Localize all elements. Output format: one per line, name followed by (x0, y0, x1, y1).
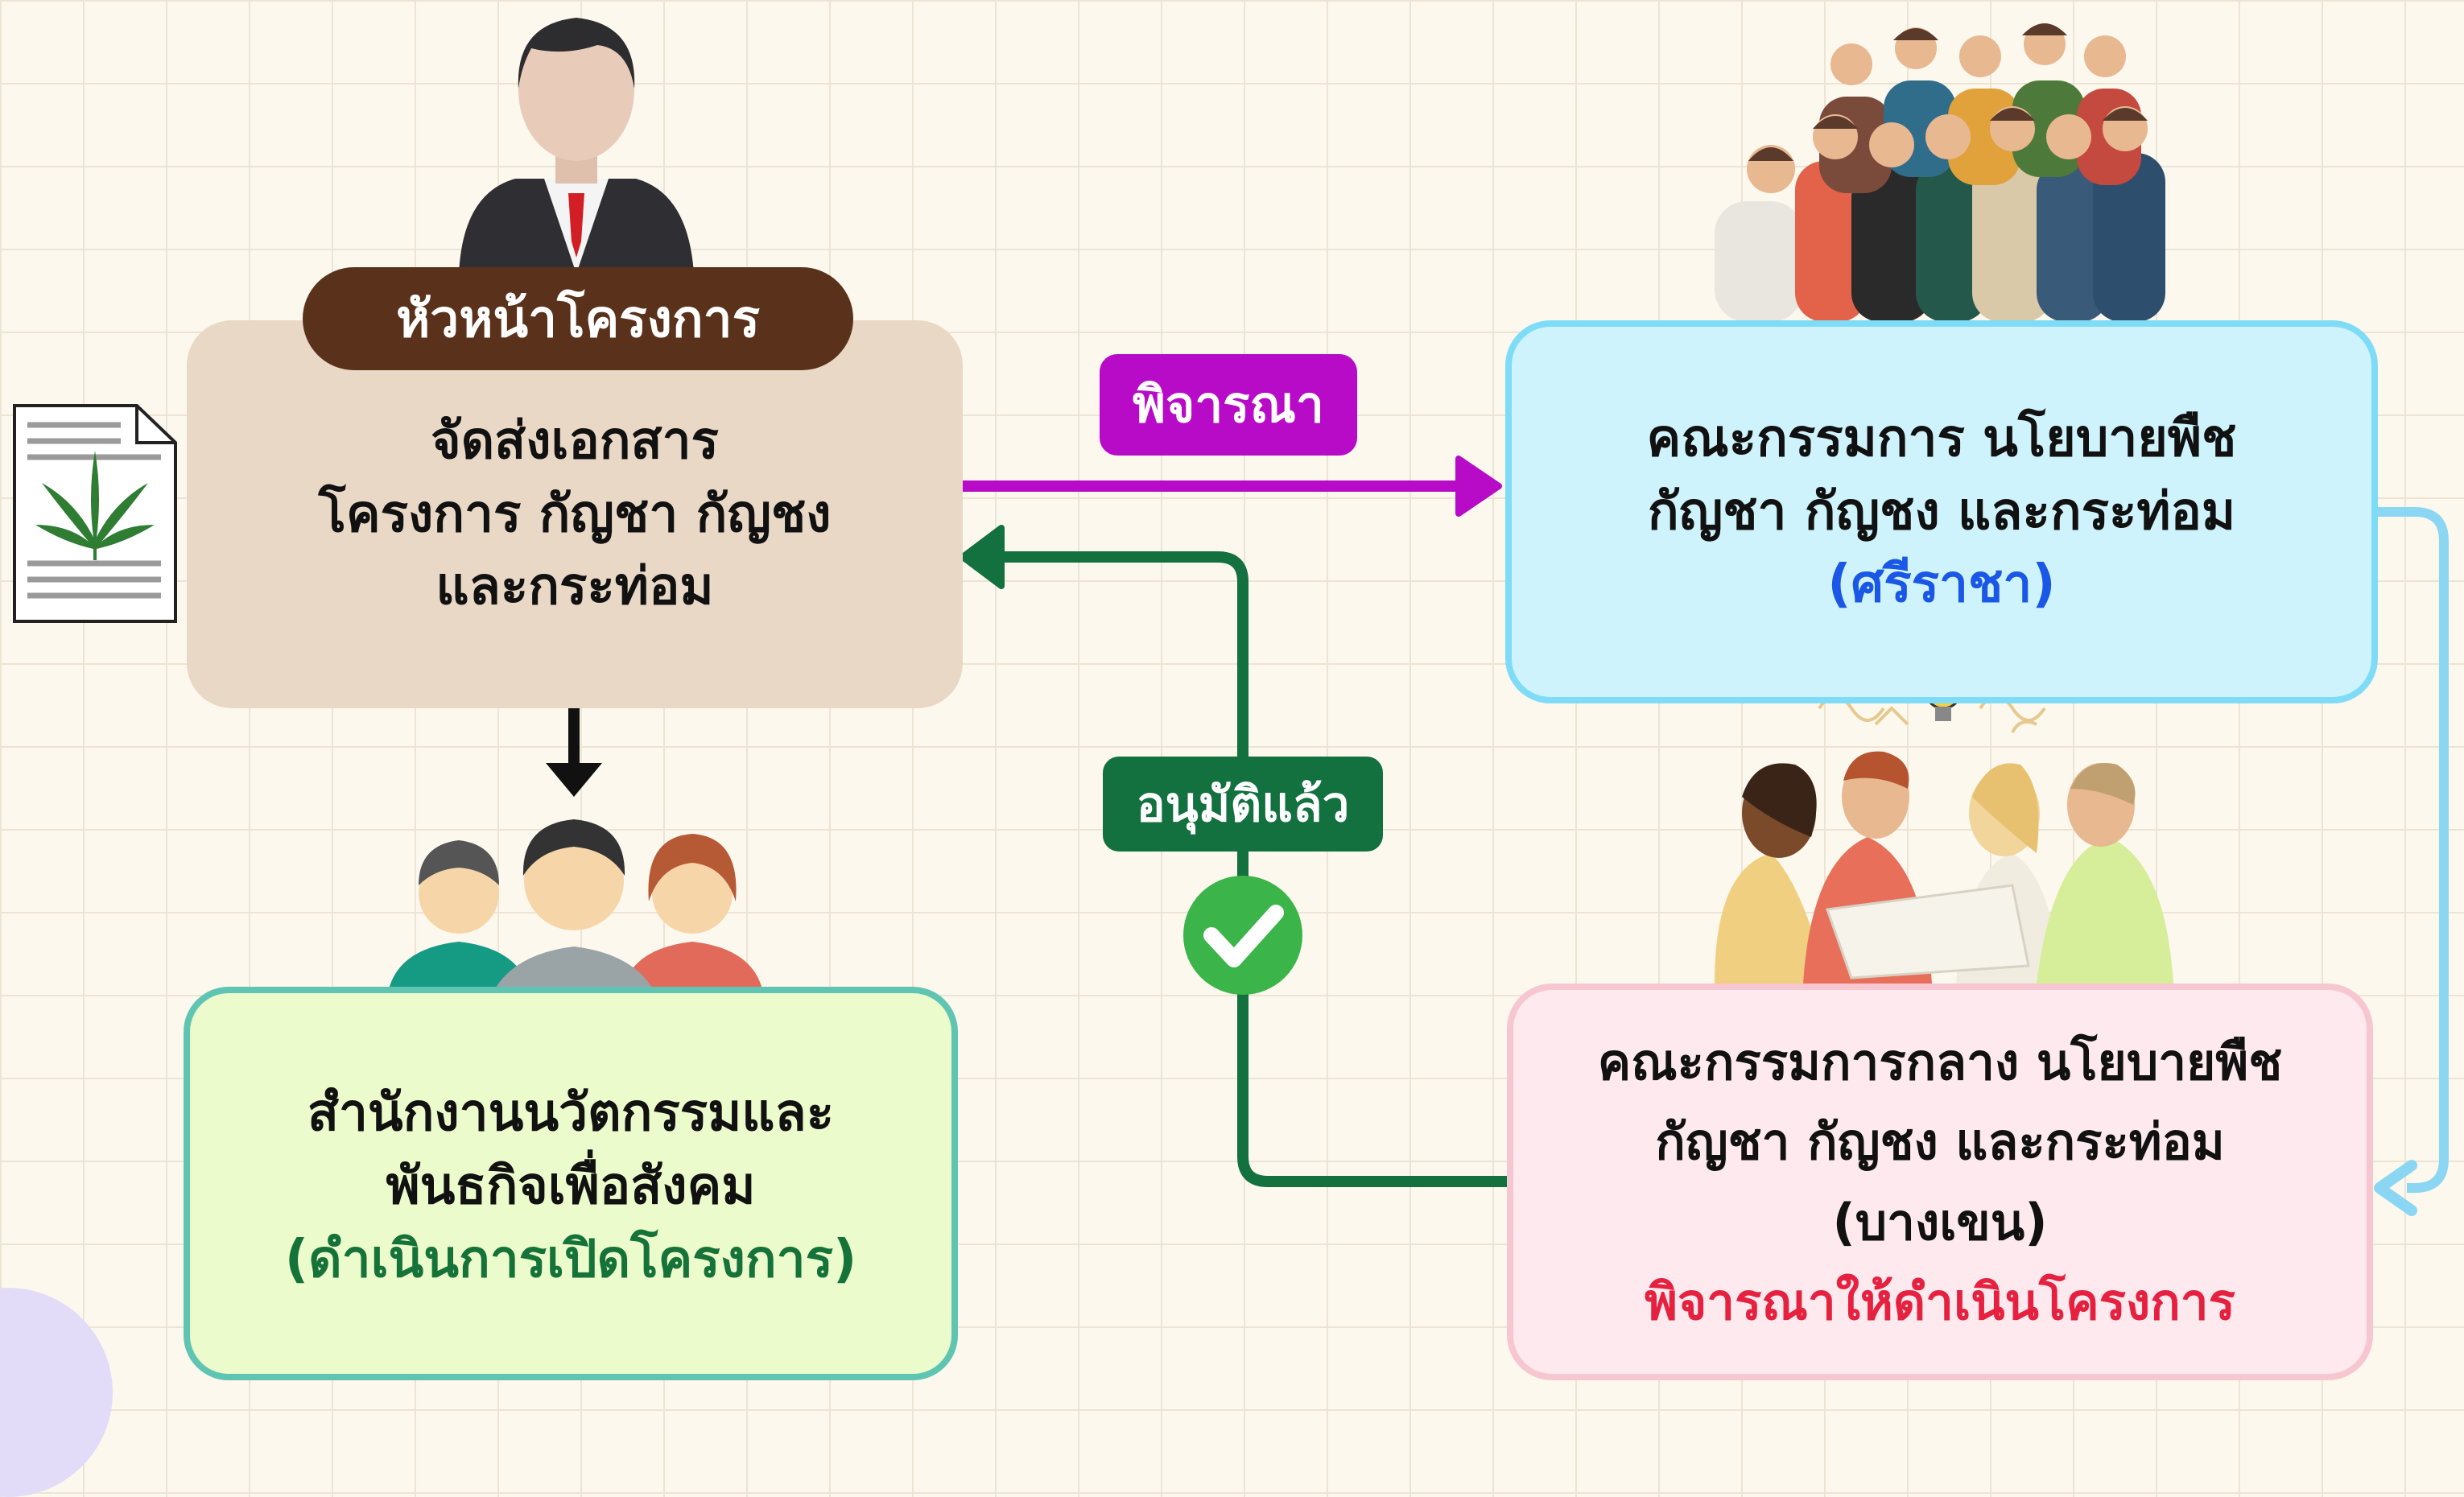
diagram-overlay (13, 18, 2449, 1216)
approved-arrow (960, 525, 1507, 1187)
central-decision: พิจารณาให้ดำเนินโครงการ (1645, 1272, 2235, 1331)
office-line-2: พันธกิจเพื่อสังคม (386, 1157, 756, 1217)
central-committee-box: คณะกรรมการกลาง นโยบายพืช กัญชา กัญชง และ… (1507, 984, 2373, 1380)
sriracha-committee-box: คณะกรรมการ นโยบายพืช กัญชา กัญชง และกระท… (1505, 320, 2378, 703)
crowd-icon (1715, 23, 2165, 322)
check-circle-icon (1183, 876, 1302, 995)
project-leader-box: จัดส่งเอกสาร โครงการ กัญชา กัญชง และกระท… (187, 320, 963, 708)
consider-arrow (957, 456, 1502, 517)
central-line-3: (บางเขน) (1832, 1192, 2048, 1252)
sriracha-line-2: กัญชา กัญชง และกระท่อม (1647, 481, 2236, 542)
central-line-2: กัญชา กัญชง และกระท่อม (1655, 1112, 2225, 1172)
team-brainstorm-icon (1715, 657, 2173, 984)
office-action: (ดำเนินการเปิดโครงการ) (284, 1230, 857, 1290)
consider-label: พิจารณา (1100, 354, 1357, 456)
project-leader-label: หัวหน้าโครงการ (303, 267, 853, 370)
central-line-1: คณะกรรมการกลาง นโยบายพืช (1597, 1033, 2283, 1092)
sriracha-campus: (ศรีราชา) (1827, 555, 2056, 615)
forward-arrow (2374, 507, 2449, 1216)
leader-line-1: จัดส่งเอกสาร (431, 410, 719, 471)
office-line-1: สำนักงานนวัตกรรมและ (307, 1083, 835, 1144)
leader-line-3: และกระท่อม (435, 557, 714, 617)
innovation-office-box: สำนักงานนวัตกรรมและ พันธกิจเพื่อสังคม (ด… (184, 987, 958, 1380)
down-arrow (546, 708, 602, 797)
sriracha-line-1: คณะกรรมการ นโยบายพืช (1646, 408, 2237, 468)
businessman-icon (459, 18, 694, 274)
cannabis-document-icon (13, 404, 177, 623)
leader-line-2: โครงการ กัญชา กัญชง (318, 484, 832, 544)
approved-label: อนุมัติแล้ว (1103, 757, 1383, 852)
